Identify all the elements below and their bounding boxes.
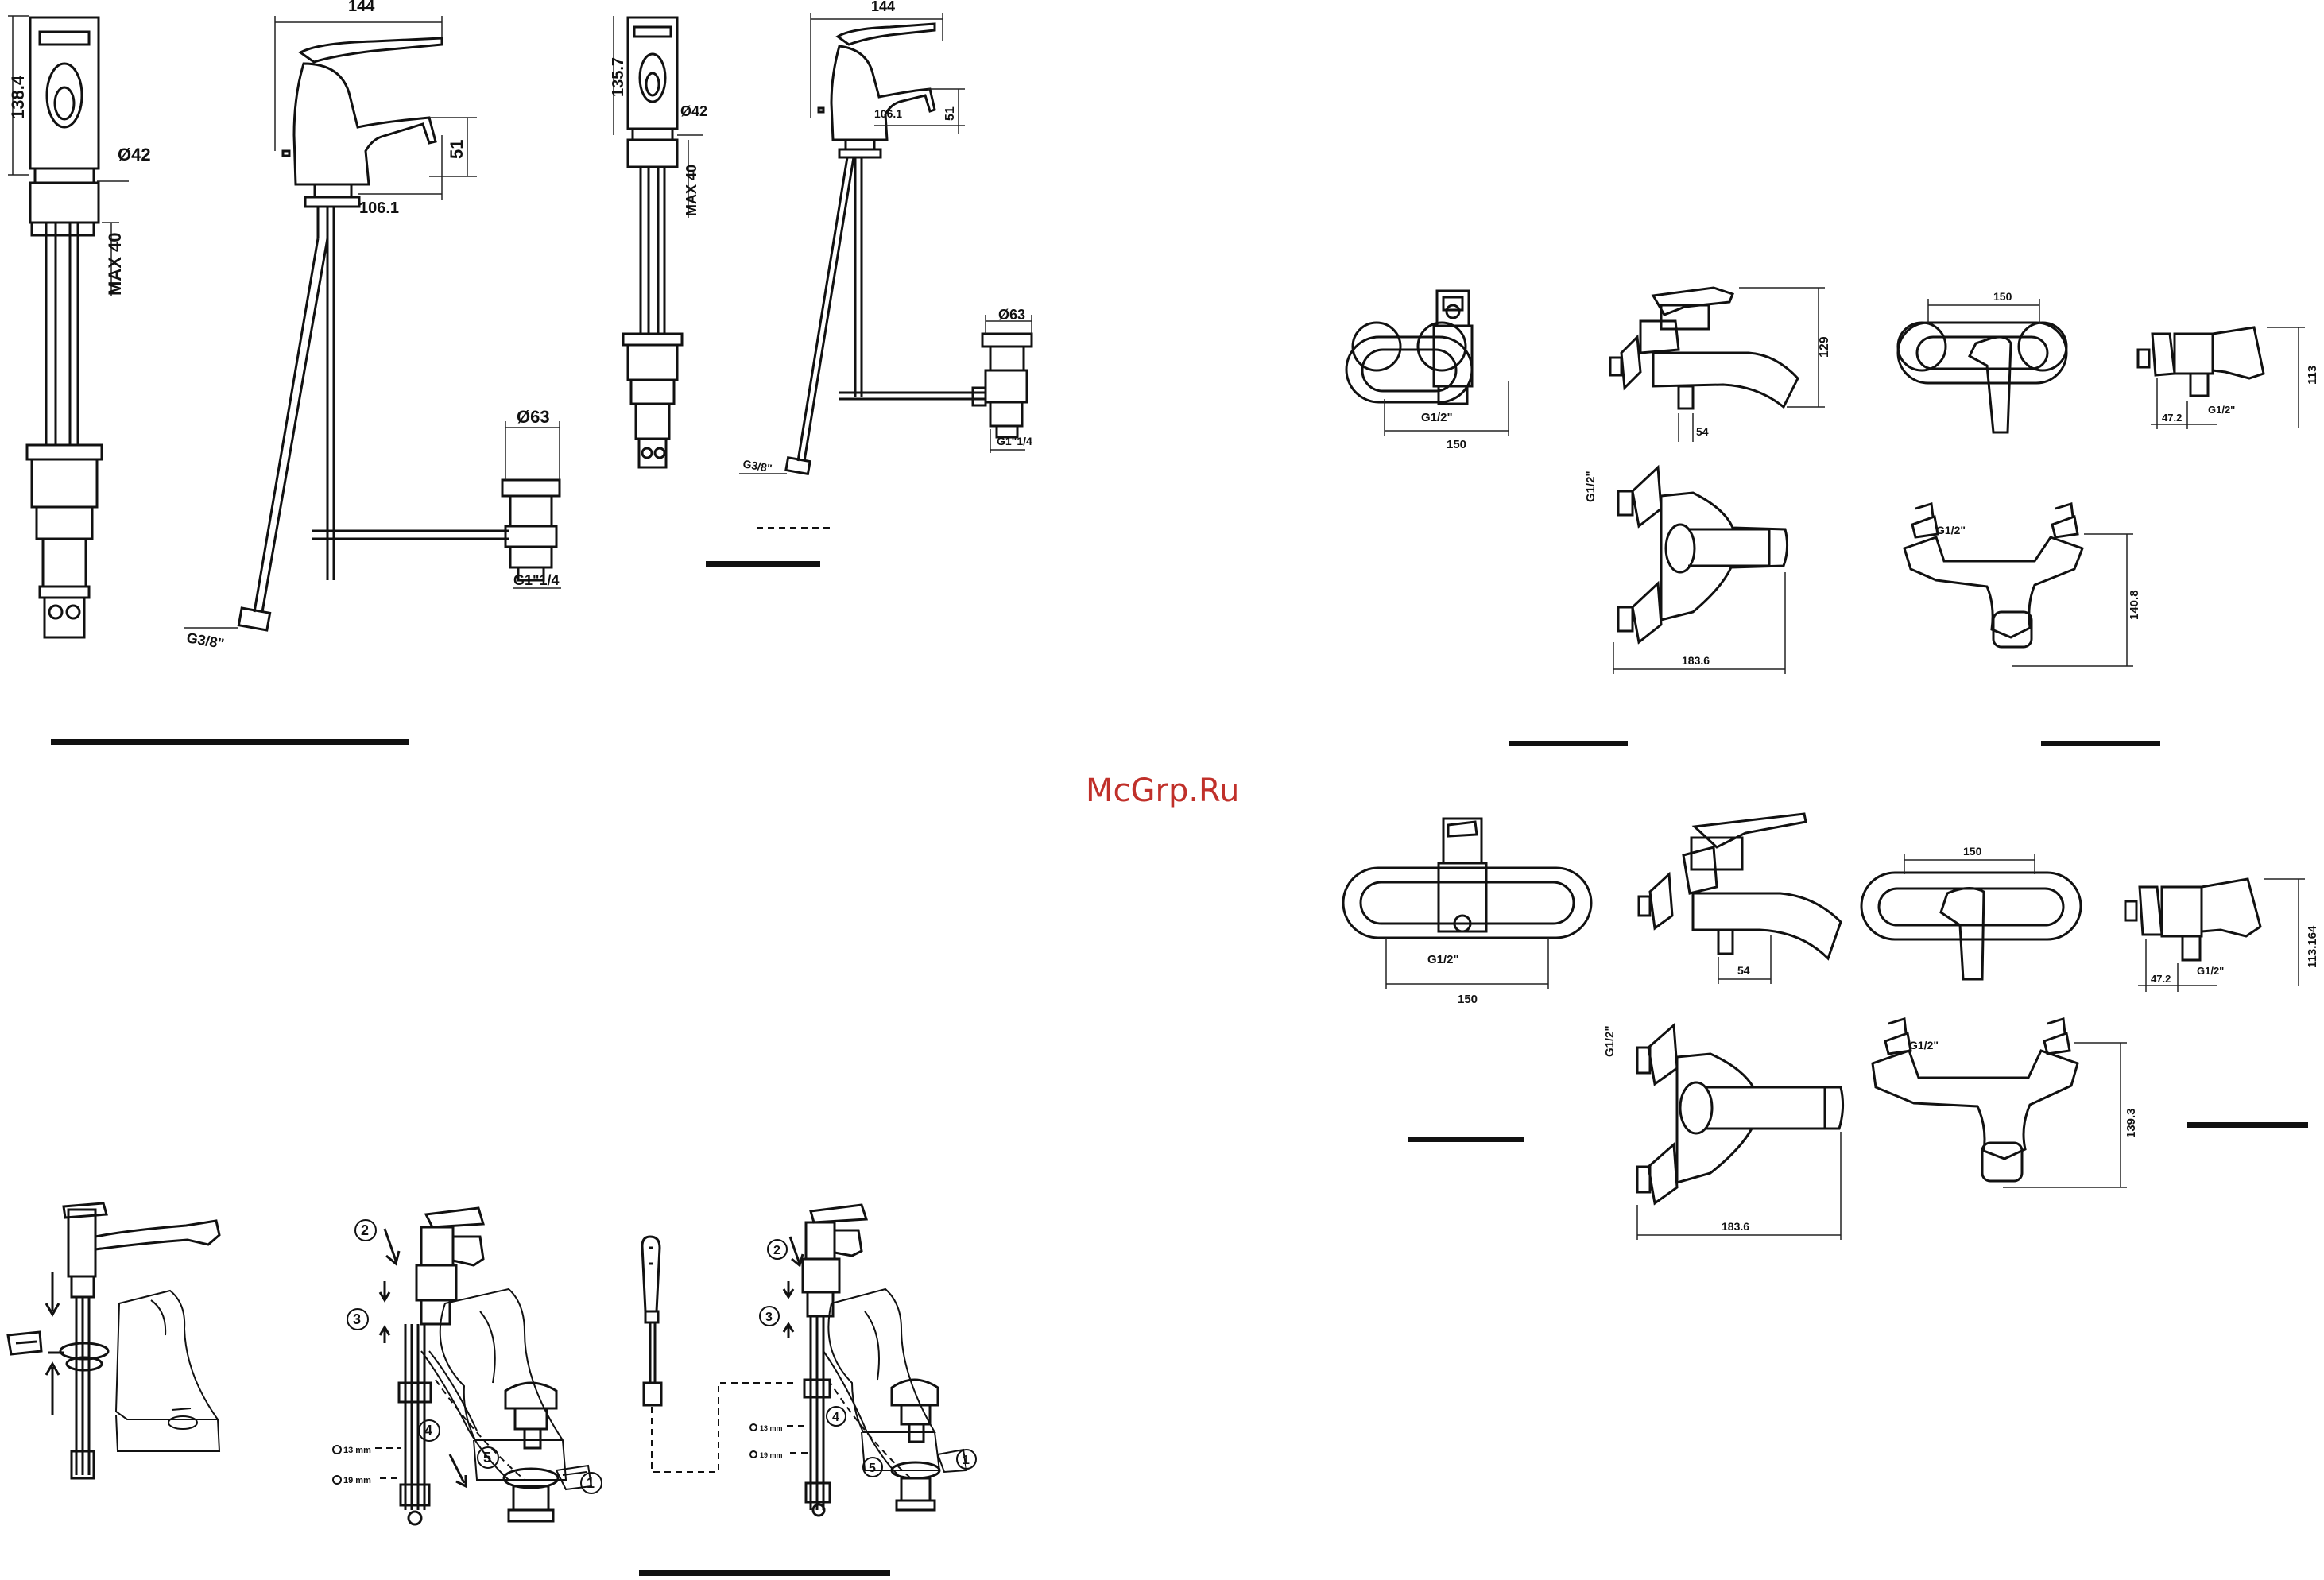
bath1-width-dim: 150 <box>1447 438 1466 451</box>
shower2-inlet-dim: G1/2" <box>2197 965 2224 977</box>
bidet-hose-thread-dim: G3/8" <box>742 457 773 474</box>
installation-step-bidet-connect <box>642 1205 976 1516</box>
section-underline <box>1509 741 1628 746</box>
bidet-max-dim: MAX 40 <box>684 165 699 216</box>
section-underline <box>2041 741 2160 746</box>
shower1-width-dim: 150 <box>1993 290 2012 303</box>
bath-mixer-2-side-view <box>1639 814 1841 984</box>
bath2-depth-dim: 183.6 <box>1722 1220 1749 1233</box>
step-4-label-b: 4 <box>832 1411 839 1424</box>
shower2-height-dim: 113.164 <box>2306 925 2319 968</box>
bath2-width-dim: 150 <box>1458 993 1478 1006</box>
bidet-mixer-side-view <box>739 13 1032 528</box>
step-2-label: 2 <box>361 1222 369 1238</box>
bath1-height-dim: 129 <box>1818 336 1831 358</box>
bidet-spout-height-dim: 51 <box>943 106 957 121</box>
bidet-reach-dim: 106.1 <box>874 107 902 120</box>
bidet-waste-thread-dim: G1"1/4 <box>997 435 1032 447</box>
bidet-height-dim: 135.7 <box>610 57 627 97</box>
step-3-label: 3 <box>353 1311 361 1327</box>
section-underline <box>1408 1137 1524 1142</box>
shower1-depth-dim: 140.8 <box>2128 590 2141 620</box>
step-1-label-b: 1 <box>963 1454 970 1467</box>
shower1-height-dim: 113 <box>2306 366 2319 385</box>
bath-mixer-1-side-view <box>1610 288 1825 442</box>
basin-reach-dim: 106.1 <box>359 199 399 217</box>
shower1-offset-dim: 47.2 <box>2162 412 2182 424</box>
basin-waste-thread-dim: G1"1/4 <box>513 572 560 588</box>
bath1-depth-dim: 183.6 <box>1682 654 1710 667</box>
step-3-label-b: 3 <box>765 1311 773 1324</box>
shower2-depth-dim: 139.3 <box>2125 1108 2138 1138</box>
bidet-diameter-dim: Ø42 <box>680 103 707 119</box>
step-4-label: 4 <box>424 1423 432 1439</box>
step-1-label: 1 <box>587 1475 595 1491</box>
shower-mixer-1-front-view <box>1898 299 2066 432</box>
bath-mixer-2-top-view <box>1637 1025 1843 1240</box>
shower2-offset-dim: 47.2 <box>2151 973 2171 985</box>
installation-step-basin-connect <box>333 1208 602 1524</box>
step-5-label-b: 5 <box>869 1462 876 1475</box>
bath1-inlet-dim: G1/2" <box>1421 411 1453 424</box>
bath2-inlet-side-dim: G1/2" <box>1603 1025 1617 1057</box>
basin-mixer-side-view <box>184 16 561 630</box>
bath2-spout-dim: 54 <box>1737 964 1750 977</box>
section-underline <box>2187 1122 2308 1128</box>
watermark: McGrp.Ru <box>1086 773 1239 809</box>
section-underline <box>706 561 820 567</box>
section-underline <box>639 1570 890 1576</box>
basin-height-dim: 138.4 <box>8 75 28 119</box>
shower1-inlet-top-dim: G1/2" <box>1936 524 1966 536</box>
shower1-inlet-dim: G1/2" <box>2208 404 2235 416</box>
basin-waste-dia-dim: Ø63 <box>517 407 550 427</box>
basin-hose-thread-dim: G3/8" <box>185 629 225 652</box>
shower-mixer-2-front-view <box>1861 854 2081 979</box>
shower2-width-dim: 150 <box>1963 845 1982 858</box>
bath-mixer-1-top-view <box>1613 467 1788 674</box>
bidet-waste-dia-dim: Ø63 <box>998 307 1025 323</box>
section-underline <box>51 739 409 745</box>
installation-step-basin-mount <box>8 1203 219 1478</box>
wrench-13-label-b: 13 mm <box>760 1424 783 1432</box>
bath1-inlet-side-dim: G1/2" <box>1584 471 1598 502</box>
step-5-label: 5 <box>483 1450 491 1466</box>
basin-max-dim: MAX 40 <box>105 233 125 296</box>
step-2-label-b: 2 <box>773 1244 780 1257</box>
wrench-19-label-b: 19 mm <box>760 1451 783 1459</box>
basin-width-dim: 144 <box>348 0 375 15</box>
basin-diameter-dim: Ø42 <box>118 145 151 165</box>
bath1-spout-dim: 54 <box>1696 425 1709 438</box>
bath-mixer-2-front-view <box>1343 819 1591 989</box>
shower2-inlet-top-dim: G1/2" <box>1909 1039 1939 1051</box>
wrench-13-label: 13 mm <box>343 1446 371 1455</box>
basin-spout-height-dim: 51 <box>447 140 467 159</box>
bath2-inlet-dim: G1/2" <box>1427 953 1459 966</box>
bidet-width-dim: 144 <box>871 0 895 14</box>
wrench-19-label: 19 mm <box>343 1476 371 1485</box>
